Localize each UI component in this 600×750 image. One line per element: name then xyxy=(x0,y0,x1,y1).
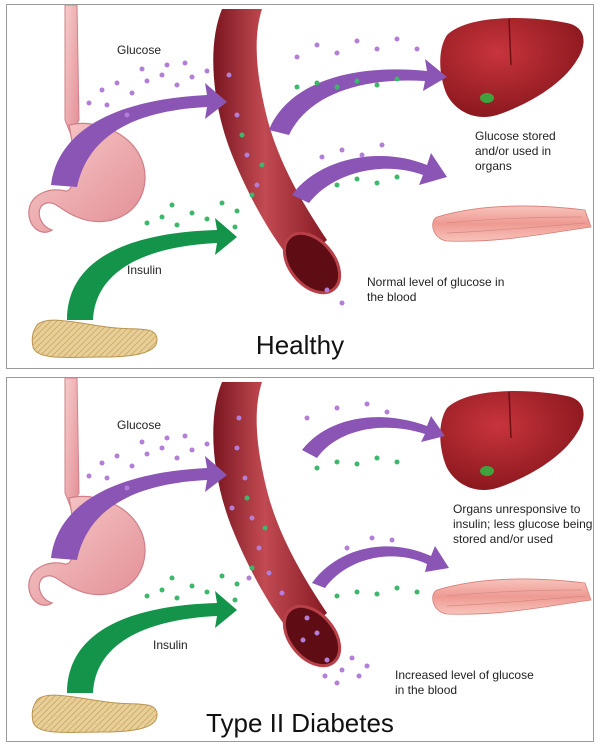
glucose-molecules xyxy=(86,401,395,686)
panel-title: Healthy xyxy=(255,330,345,360)
liver xyxy=(440,391,584,490)
healthy-illustration xyxy=(28,5,592,359)
insulin-label: Insulin xyxy=(153,638,188,652)
vessel-opening xyxy=(282,604,342,668)
glucose-arrow-liver xyxy=(302,416,445,458)
panel-title: Type II Diabetes xyxy=(206,708,394,738)
pancreas xyxy=(31,694,158,734)
insulin-molecules xyxy=(144,455,420,603)
insulin-label: Insulin xyxy=(127,263,162,277)
type2-diabetes-illustration xyxy=(28,378,592,734)
healthy-panel: Glucose Insulin Glucose stored and/or us… xyxy=(6,4,594,369)
blood-glucose-label: Normal level of glucose in the blood xyxy=(367,275,505,304)
muscle xyxy=(432,205,592,242)
pancreas xyxy=(31,319,158,359)
esophagus xyxy=(64,5,80,137)
type2-diabetes-panel: Glucose Insulin Organs unresponsive to i… xyxy=(6,377,594,742)
insulin-molecules xyxy=(144,76,400,230)
glucose-arrow-muscle xyxy=(312,546,449,588)
vessel-opening xyxy=(282,231,342,295)
insulin-arrow xyxy=(67,218,237,320)
gallbladder xyxy=(480,93,494,103)
glucose-arrow xyxy=(51,83,227,187)
insulin-arrow xyxy=(67,591,237,693)
blood-vessel xyxy=(213,9,327,267)
liver xyxy=(440,18,584,117)
glucose-arrow-muscle xyxy=(292,153,447,203)
glucose-molecules xyxy=(86,36,420,306)
stomach xyxy=(28,495,146,606)
glucose-label: Glucose xyxy=(117,418,162,432)
organs-label: Organs unresponsive to insulin; less glu… xyxy=(453,502,593,546)
stomach xyxy=(28,122,146,233)
blood-glucose-label: Increased level of glucose in the blood xyxy=(395,668,534,697)
muscle xyxy=(432,578,592,615)
gallbladder xyxy=(480,466,494,476)
esophagus xyxy=(64,378,80,510)
glucose-arrow-liver xyxy=(269,59,447,135)
blood-vessel xyxy=(213,382,327,640)
glucose-label: Glucose xyxy=(117,43,162,57)
organs-label: Glucose stored and/or used in organs xyxy=(475,129,556,173)
glucose-arrow xyxy=(51,456,227,560)
